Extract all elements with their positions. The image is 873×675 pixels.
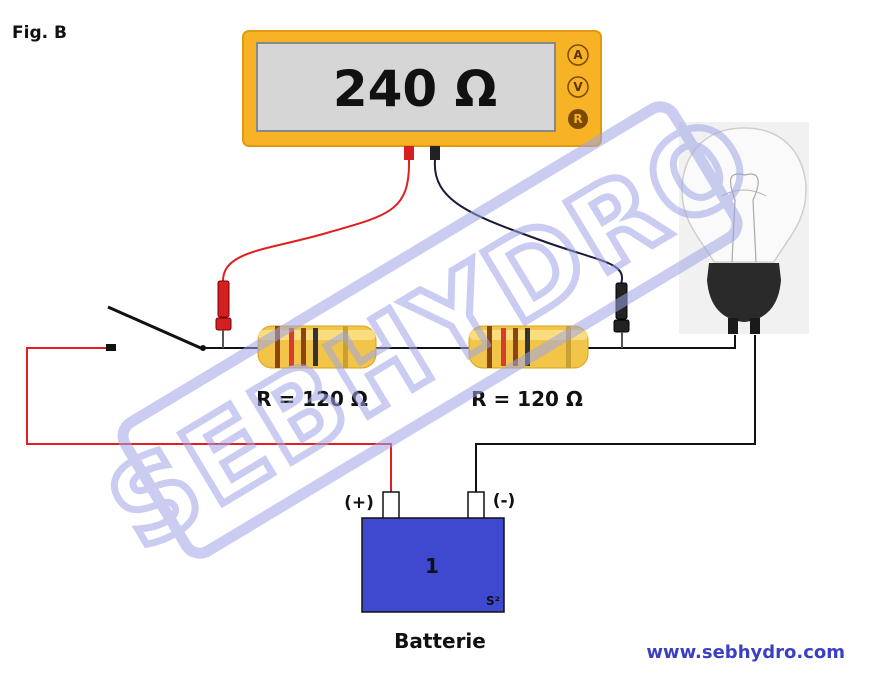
- jack-red: [404, 146, 414, 160]
- svg-text:V: V: [573, 80, 583, 94]
- battery: 1 S² (+) (-) Batterie: [344, 491, 515, 653]
- mode-button-v[interactable]: V: [567, 76, 589, 98]
- wire-r2-lamp: [588, 335, 736, 349]
- resistor-2: R = 120 Ω: [468, 325, 589, 411]
- wire-positive: [26, 347, 392, 492]
- wires: [26, 335, 756, 492]
- switch-icon: [106, 305, 206, 351]
- negative-terminal-label: (-): [493, 491, 516, 511]
- probe-leads: [215, 159, 630, 348]
- svg-text:R: R: [573, 112, 582, 126]
- resistor-1: R = 120 Ω: [256, 325, 377, 411]
- positive-terminal-label: (+): [344, 493, 374, 513]
- wire-negative: [475, 335, 756, 492]
- multimeter: 240 Ω A V R: [242, 30, 602, 160]
- mode-button-a[interactable]: A: [567, 44, 589, 66]
- probe-icon: [215, 280, 232, 348]
- battery-number: 1: [425, 554, 439, 578]
- multimeter-screen: [256, 42, 556, 132]
- battery-name: Batterie: [394, 629, 486, 653]
- watermark-text: SEBHYDRO: [88, 91, 775, 575]
- battery-terminal-negative: [467, 491, 485, 520]
- multimeter-reading: 240 Ω: [333, 60, 497, 118]
- svg-text:A: A: [573, 48, 583, 62]
- mode-button-r[interactable]: R: [568, 109, 588, 129]
- battery-icon: [361, 517, 505, 613]
- lamp-icon: [679, 122, 809, 334]
- website-url: www.sebhydro.com: [646, 642, 845, 663]
- resistor-1-label: R = 120 Ω: [256, 387, 368, 411]
- battery-terminal-positive: [382, 491, 400, 520]
- lead-red: [221, 159, 411, 283]
- lead-black: [433, 159, 624, 285]
- battery-code: S²: [486, 594, 500, 608]
- resistor-2-label: R = 120 Ω: [471, 387, 583, 411]
- figure-label: Fig. B: [12, 23, 67, 43]
- jack-black: [430, 146, 440, 160]
